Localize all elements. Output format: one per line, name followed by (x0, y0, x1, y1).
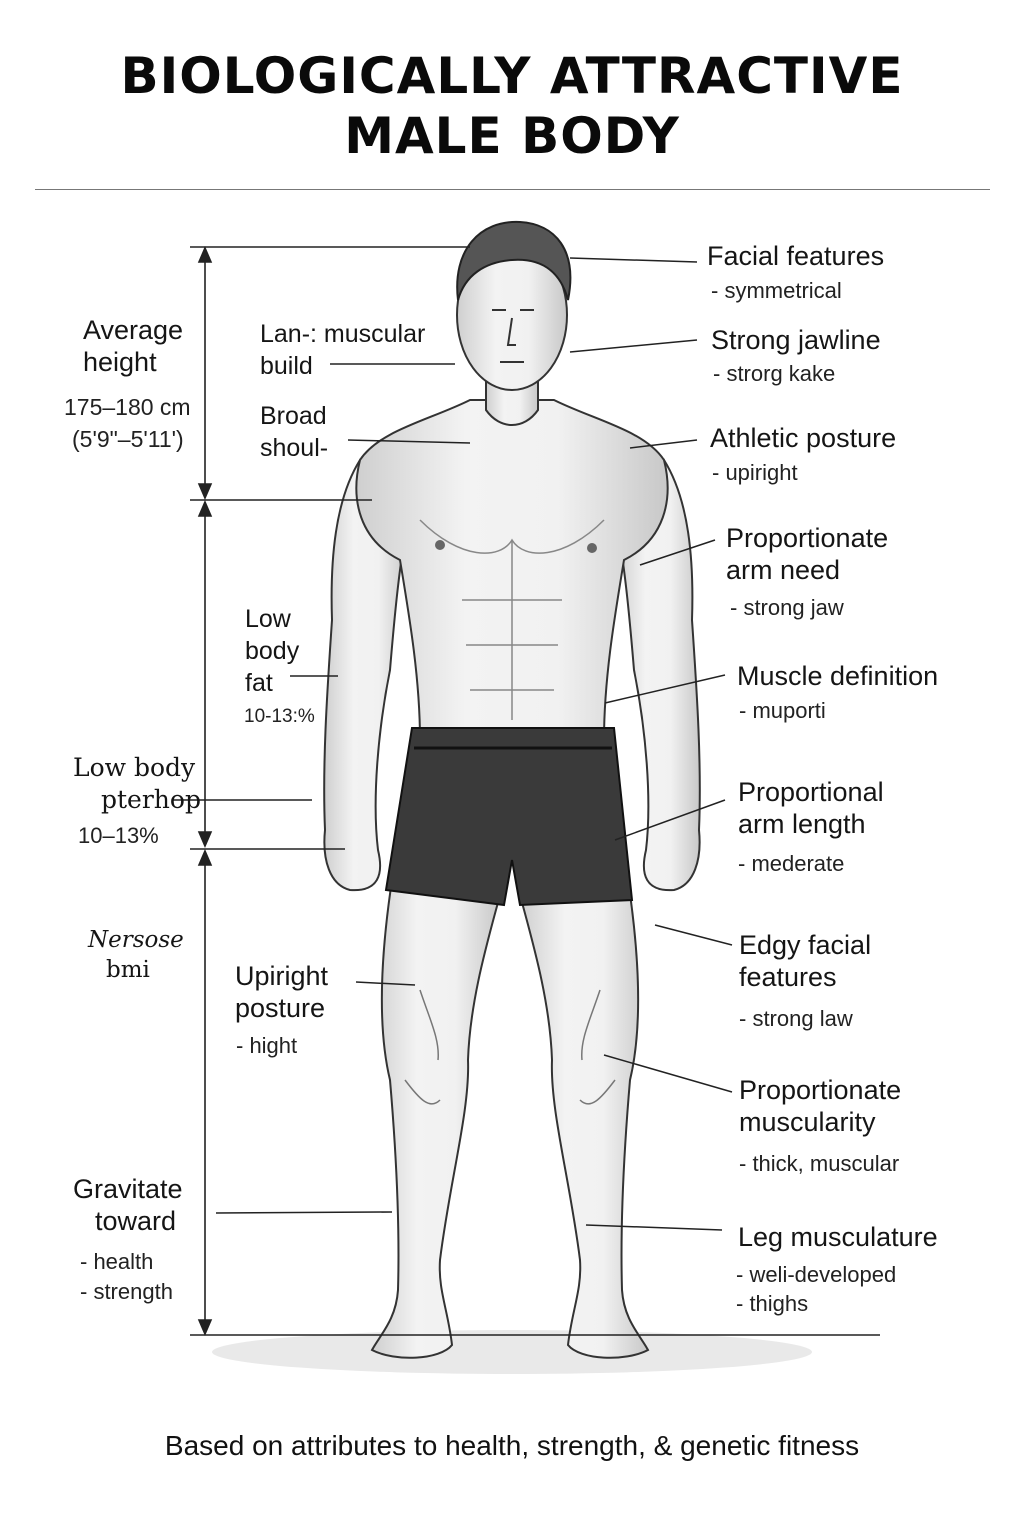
label-upright-posture: Upiright posture (235, 960, 328, 1024)
low-body-fat-inner-value: 10-13:% (244, 706, 315, 727)
strong-jawline-sub: - strorg kake (713, 361, 836, 386)
left-arm (323, 458, 410, 892)
upright-posture-line1: Upiright (235, 961, 329, 991)
right-leg (518, 878, 650, 1359)
right-arm (614, 458, 701, 892)
label-lean-build: Lan-: muscular build (260, 318, 425, 382)
label-proportionate-muscularity: Proportionate muscularity (739, 1074, 901, 1138)
floor-shadow (212, 1330, 812, 1374)
avg-height-line1: Average (83, 315, 184, 345)
proportionate-arm-sub: - strong jaw (730, 595, 844, 620)
proportionate-arm-line1: Proportionate (726, 523, 889, 553)
gravitate-line2: toward (95, 1206, 177, 1236)
label-leg-musculature: Leg musculature (738, 1222, 938, 1252)
low-body-fat-inner-line1: Low (245, 605, 291, 633)
label-gravitate-toward: Gravitate toward (73, 1173, 183, 1237)
avg-height-value-ft: (5'9"–5'11') (72, 426, 184, 452)
left-nipple (435, 540, 445, 550)
lean-build-line1: Lan-: muscular (260, 320, 426, 348)
label-athletic-posture: Athletic posture (710, 423, 897, 453)
label-low-body-fat-inner: Low body fat (245, 603, 299, 699)
proportionate-arm-line2: arm need (726, 555, 841, 585)
label-bmi: Nersose bmi (88, 925, 184, 985)
label-broad-shoulders: Broad shoul- (260, 400, 328, 464)
muscle-definition-sub: - muporti (739, 698, 826, 723)
low-body-fat-outer-value: 10–13% (78, 823, 159, 848)
page-title: BIOLOGICALLY ATTRACTIVE MALE BODY (0, 46, 1024, 166)
height-measure (190, 245, 880, 1337)
broad-shoulders-line1: Broad (260, 402, 327, 430)
bmi-line1: Nersose (88, 927, 184, 953)
label-muscle-definition: Muscle definition (737, 661, 939, 691)
proportionate-muscularity-line1: Proportionate (739, 1075, 902, 1105)
low-body-fat-inner-line2: body (245, 637, 300, 665)
label-proportionate-arm: Proportionate arm need (726, 522, 888, 586)
torso-muscle-lines (419, 519, 605, 720)
athletic-posture-sub: - upiright (712, 460, 798, 485)
boxer-shorts (384, 727, 634, 907)
right-nipple (587, 543, 597, 553)
leg-muscle-lines (404, 989, 616, 1105)
label-average-height: Average height (83, 314, 183, 378)
facial-features-sub: - symmetrical (711, 278, 842, 303)
label-low-body-fat-outer: Low body pterhop (73, 752, 201, 816)
low-body-fat-inner-line3: fat (245, 669, 273, 697)
label-facial-features: Facial features (707, 241, 885, 271)
hair (456, 220, 572, 301)
face-features (492, 309, 534, 363)
gravitate-sub1: - health (80, 1249, 154, 1274)
left-leg (370, 878, 502, 1359)
gravitate-sub2: - strength (80, 1279, 173, 1304)
gravitate-line1: Gravitate (73, 1174, 183, 1204)
upright-posture-line2: posture (235, 993, 326, 1023)
broad-shoulders-line2: shoul- (260, 434, 329, 462)
label-edgy-facial-features: Edgy facial features (739, 929, 871, 993)
title-line-1: BIOLOGICALLY ATTRACTIVE (120, 47, 904, 105)
low-body-fat-outer-line2: pterhop (101, 785, 201, 814)
proportional-arm-length-line2: arm length (738, 809, 866, 839)
low-body-fat-outer-line1: Low body (73, 753, 196, 782)
footer-caption: Based on attributes to health, strength,… (164, 1430, 860, 1461)
bmi-line2: bmi (106, 957, 150, 983)
proportional-arm-length-sub: - mederate (738, 851, 845, 876)
upright-posture-sub: - hight (236, 1033, 298, 1058)
label-proportional-arm-length: Proportional arm length (738, 776, 884, 840)
proportionate-muscularity-sub: - thick, muscular (739, 1151, 900, 1176)
edgy-facial-line2: features (739, 962, 837, 992)
edgy-facial-sub: - strong law (739, 1006, 853, 1031)
avg-height-value-cm: 175–180 cm (64, 394, 191, 420)
leader-lines (172, 257, 733, 1231)
leg-musculature-sub2: - thighs (736, 1291, 809, 1316)
edgy-facial-line1: Edgy facial (739, 930, 872, 960)
proportionate-muscularity-line2: muscularity (739, 1107, 876, 1137)
avg-height-line2: height (83, 347, 157, 377)
leg-musculature-sub1: - weli-developed (736, 1262, 897, 1287)
proportional-arm-length-line1: Proportional (738, 777, 884, 807)
label-strong-jawline: Strong jawline (711, 325, 881, 355)
lean-build-line2: build (260, 352, 313, 380)
title-divider (35, 189, 990, 190)
title-line-2: MALE BODY (344, 107, 680, 165)
